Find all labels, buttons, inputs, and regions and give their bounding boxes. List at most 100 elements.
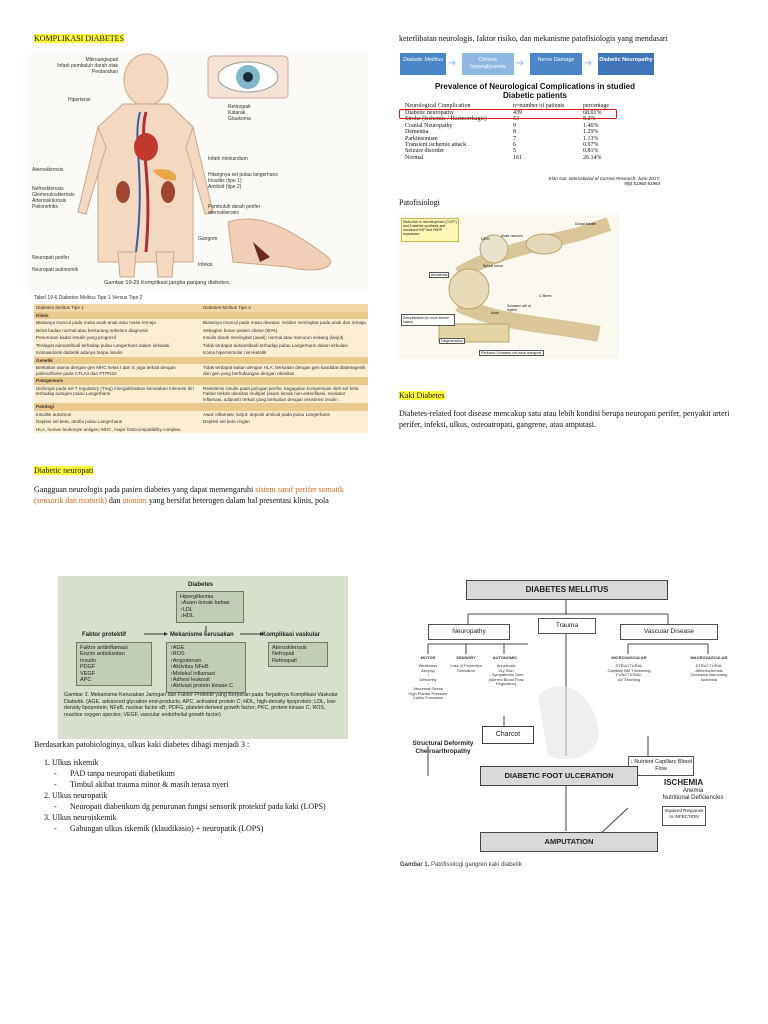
table-cell: Biasanya muncul pada masa anak-anak atau… <box>34 319 201 327</box>
flow-step: Diabetic Mellitus <box>400 53 446 75</box>
mech-top-box: Hiperglikemia ↑Asam lemak bebas ↑LDL ↓HD… <box>176 591 244 623</box>
table-col2-header: Diabetes Melitus Tipe 2 <box>201 304 368 312</box>
list-subitem: Timbul akibat trauma minor & masih teras… <box>70 779 364 790</box>
label-mikroangiopati: Mikroangiopati <box>85 57 118 63</box>
ulkus-list: Ulkus iskemik PAD tanpa neuropati diabet… <box>34 757 364 834</box>
mech-col3-box: Aterosklerosis Nefropati Retinopati <box>268 642 328 668</box>
section-patologi: Patologi <box>34 403 368 411</box>
header-cell: percentage <box>583 103 609 109</box>
prevalence-cell: Normal <box>405 154 424 161</box>
prevalence-row: Normal 161 26.14% <box>405 155 675 161</box>
mechanism-figure: Diabetes Hiperglikemia ↑Asam lemak bebas… <box>58 576 348 739</box>
label-axon: Axon <box>491 311 500 315</box>
list-subitem: PAD tanpa neuropati diabetikum <box>70 768 364 779</box>
arrow-right-icon: ➔ <box>448 58 457 69</box>
charcot-box: Charcot <box>482 726 534 744</box>
table-cell: Sebagian besar pasien obese (80%) <box>201 326 368 334</box>
label-aterosklerosis: Aterosklerosis <box>32 167 64 173</box>
prevalence-cell: 161 <box>513 154 522 161</box>
mech-col1-head: Faktor protektif <box>82 632 127 638</box>
macro-sub: STRUCTURAL Atherosclerosis Occlusive Nar… <box>690 663 728 682</box>
label-ischaemia: Ischaemia <box>429 272 450 278</box>
mech-col2-box: ↑AGE ↑ROS ↑Angiotensin ↑Aktivitas NFκB ↑… <box>166 642 246 693</box>
table-col1-header: Diabetes Melitus Tipe 1 <box>34 304 201 312</box>
prevalence-cell: 53 <box>513 116 519 123</box>
arrow-right-icon: ➔ <box>516 58 525 69</box>
prevalence-cell: Seizure disorder <box>405 148 445 155</box>
label-reduced: Reduced Schwann cell axon transport <box>479 350 544 356</box>
mech-caption: Gambar 3. Mekanisme Kerusakan Jaringan d… <box>64 692 338 718</box>
ulkus-intro: Berdasarkan patobiologinya, ulkus kaki d… <box>34 740 250 749</box>
micro-sub: STRUCTURAL Capillary BM Thickening FUNCT… <box>607 663 651 682</box>
label-reduction: Reduction in neurotrophism (CNTF) and En… <box>401 218 459 242</box>
label-nefrosklerosis: Nefrosklerosis <box>32 186 64 192</box>
prevalence-cell: 0.81% <box>583 148 599 155</box>
label-hilangnya-sel: Hilangnya sel pulau langerhans <box>208 172 278 178</box>
table-cell: Penurunan kadar insulin yang progresif <box>34 334 201 342</box>
mech-col2-head: Mekanisme kerusakan <box>170 632 234 638</box>
mech-col3-head: Komplikasi vaskular <box>262 632 321 638</box>
label-insulitis: Insulitis (tipe 1) <box>208 178 242 184</box>
table-cell: Terdapat autoantibodi terhadap pulau Lan… <box>34 341 201 349</box>
table-cell: Berkaitan utama dengan gen MHC kelas I d… <box>34 364 201 377</box>
anatomy-figure: Mikroangiopati Infark pembuluh darah ota… <box>28 52 368 290</box>
impaired-box: Impaired Response to INFECTION <box>662 806 706 826</box>
section-heading-komplikasi: KOMPLIKASI DIABETES <box>34 34 124 43</box>
table-footnote: HLA, human leukocyte antigen; MHC, major… <box>34 425 368 433</box>
prevalence-cell: 26.14% <box>583 154 602 161</box>
table-cell: Ketoasidosis diabetik adanya tanpa insul… <box>34 349 201 357</box>
label-katarak: Katarak <box>228 110 246 116</box>
autonomic-label: AUTONOMIC <box>492 655 518 660</box>
section-patogenesis: Patogenesis <box>34 377 368 385</box>
body-illustration <box>77 53 331 278</box>
table-cell: Disfungsi pada sel T regulatory (Treg) m… <box>34 384 201 403</box>
label-pembuluh-perifer: Pembuluh darah perifer <box>208 204 261 210</box>
label-aterosklerosis2: aterosklerosis <box>208 210 239 216</box>
prevalence-cell: 8 <box>513 129 516 136</box>
list-subitem: Gabungan ulkus iskemik (klaudikasio) + n… <box>70 823 364 834</box>
label-arteriosklerosis: Arteriosklerosis <box>32 198 67 204</box>
prevalence-cell: 68.01% <box>583 110 602 116</box>
label-infeksi: Infeksi <box>198 262 213 268</box>
prevalence-cell: 1.13% <box>583 135 599 142</box>
label-glaukoma: Glaukoma <box>228 116 251 122</box>
flow-step: Diabetic Neuropathy <box>598 53 654 75</box>
label-c-fibres: C fibres <box>539 294 552 298</box>
continuation-text: keterlibatan neurologis, faktor risiko, … <box>399 34 668 43</box>
label-dorsal: Dorsal bundle <box>575 222 596 226</box>
prevalence-header-row: Neurological Complication n=number of pa… <box>405 103 675 110</box>
trauma-box: Trauma <box>538 618 596 634</box>
figure-caption: Gambar 19-25 Komplikasi jangka panjang d… <box>104 280 231 286</box>
label-amiloid: Amiloid (tipe 2) <box>208 184 242 190</box>
label-retinopati: Retinopati <box>228 104 251 110</box>
diagram-caption: Gambar 1. Patofisiologi gangren kaki dia… <box>400 862 522 868</box>
mech-arrows <box>144 626 264 636</box>
table-cell: Resistensi insulin pada jaringan perifer… <box>201 384 368 403</box>
structural-label: Structural Deformity Cheiroarthropathy <box>412 740 474 755</box>
table-cell: Awal: inflamasi; lanjut: deposit amiloid… <box>201 410 368 418</box>
prevalence-cell: 1.29% <box>583 129 599 136</box>
label-pielonefritis: Pielonefritis <box>32 204 58 210</box>
table-cell: Berat badan normal atau berkurang sebelu… <box>34 326 201 334</box>
diagram-arrows <box>427 598 709 837</box>
label-hipertensi: Hipertensi <box>68 97 91 103</box>
label-gangren: Gangren <box>198 236 218 242</box>
neuropathy-flow: Diabetic Mellitus ➔ Chronic hyperglycemi… <box>400 53 664 75</box>
highlight-box <box>399 109 617 119</box>
sensory-label: SENSORY <box>456 655 476 660</box>
neuropati-paragraph: Gangguan neurologis pada pasien diabetes… <box>34 485 344 505</box>
label-glomerulosklerosis: Glomerulosklerosis <box>32 192 75 198</box>
prevalence-cell: 0.97% <box>583 141 599 148</box>
section-genetik: Genetik <box>34 356 368 364</box>
flow-step: Nerve Damage <box>530 53 582 75</box>
prevalence-source: Irfan Gul. International of Current Rese… <box>548 176 660 186</box>
prevalence-cell: 6 <box>513 141 516 148</box>
subheading-diabetic-neuropati: Diabetic neuropati <box>34 466 94 475</box>
prevalence-cell: 1.46% <box>583 122 599 129</box>
prevalence-cell: Stroke (Ischemic / Haemorrhagic) <box>405 116 487 123</box>
